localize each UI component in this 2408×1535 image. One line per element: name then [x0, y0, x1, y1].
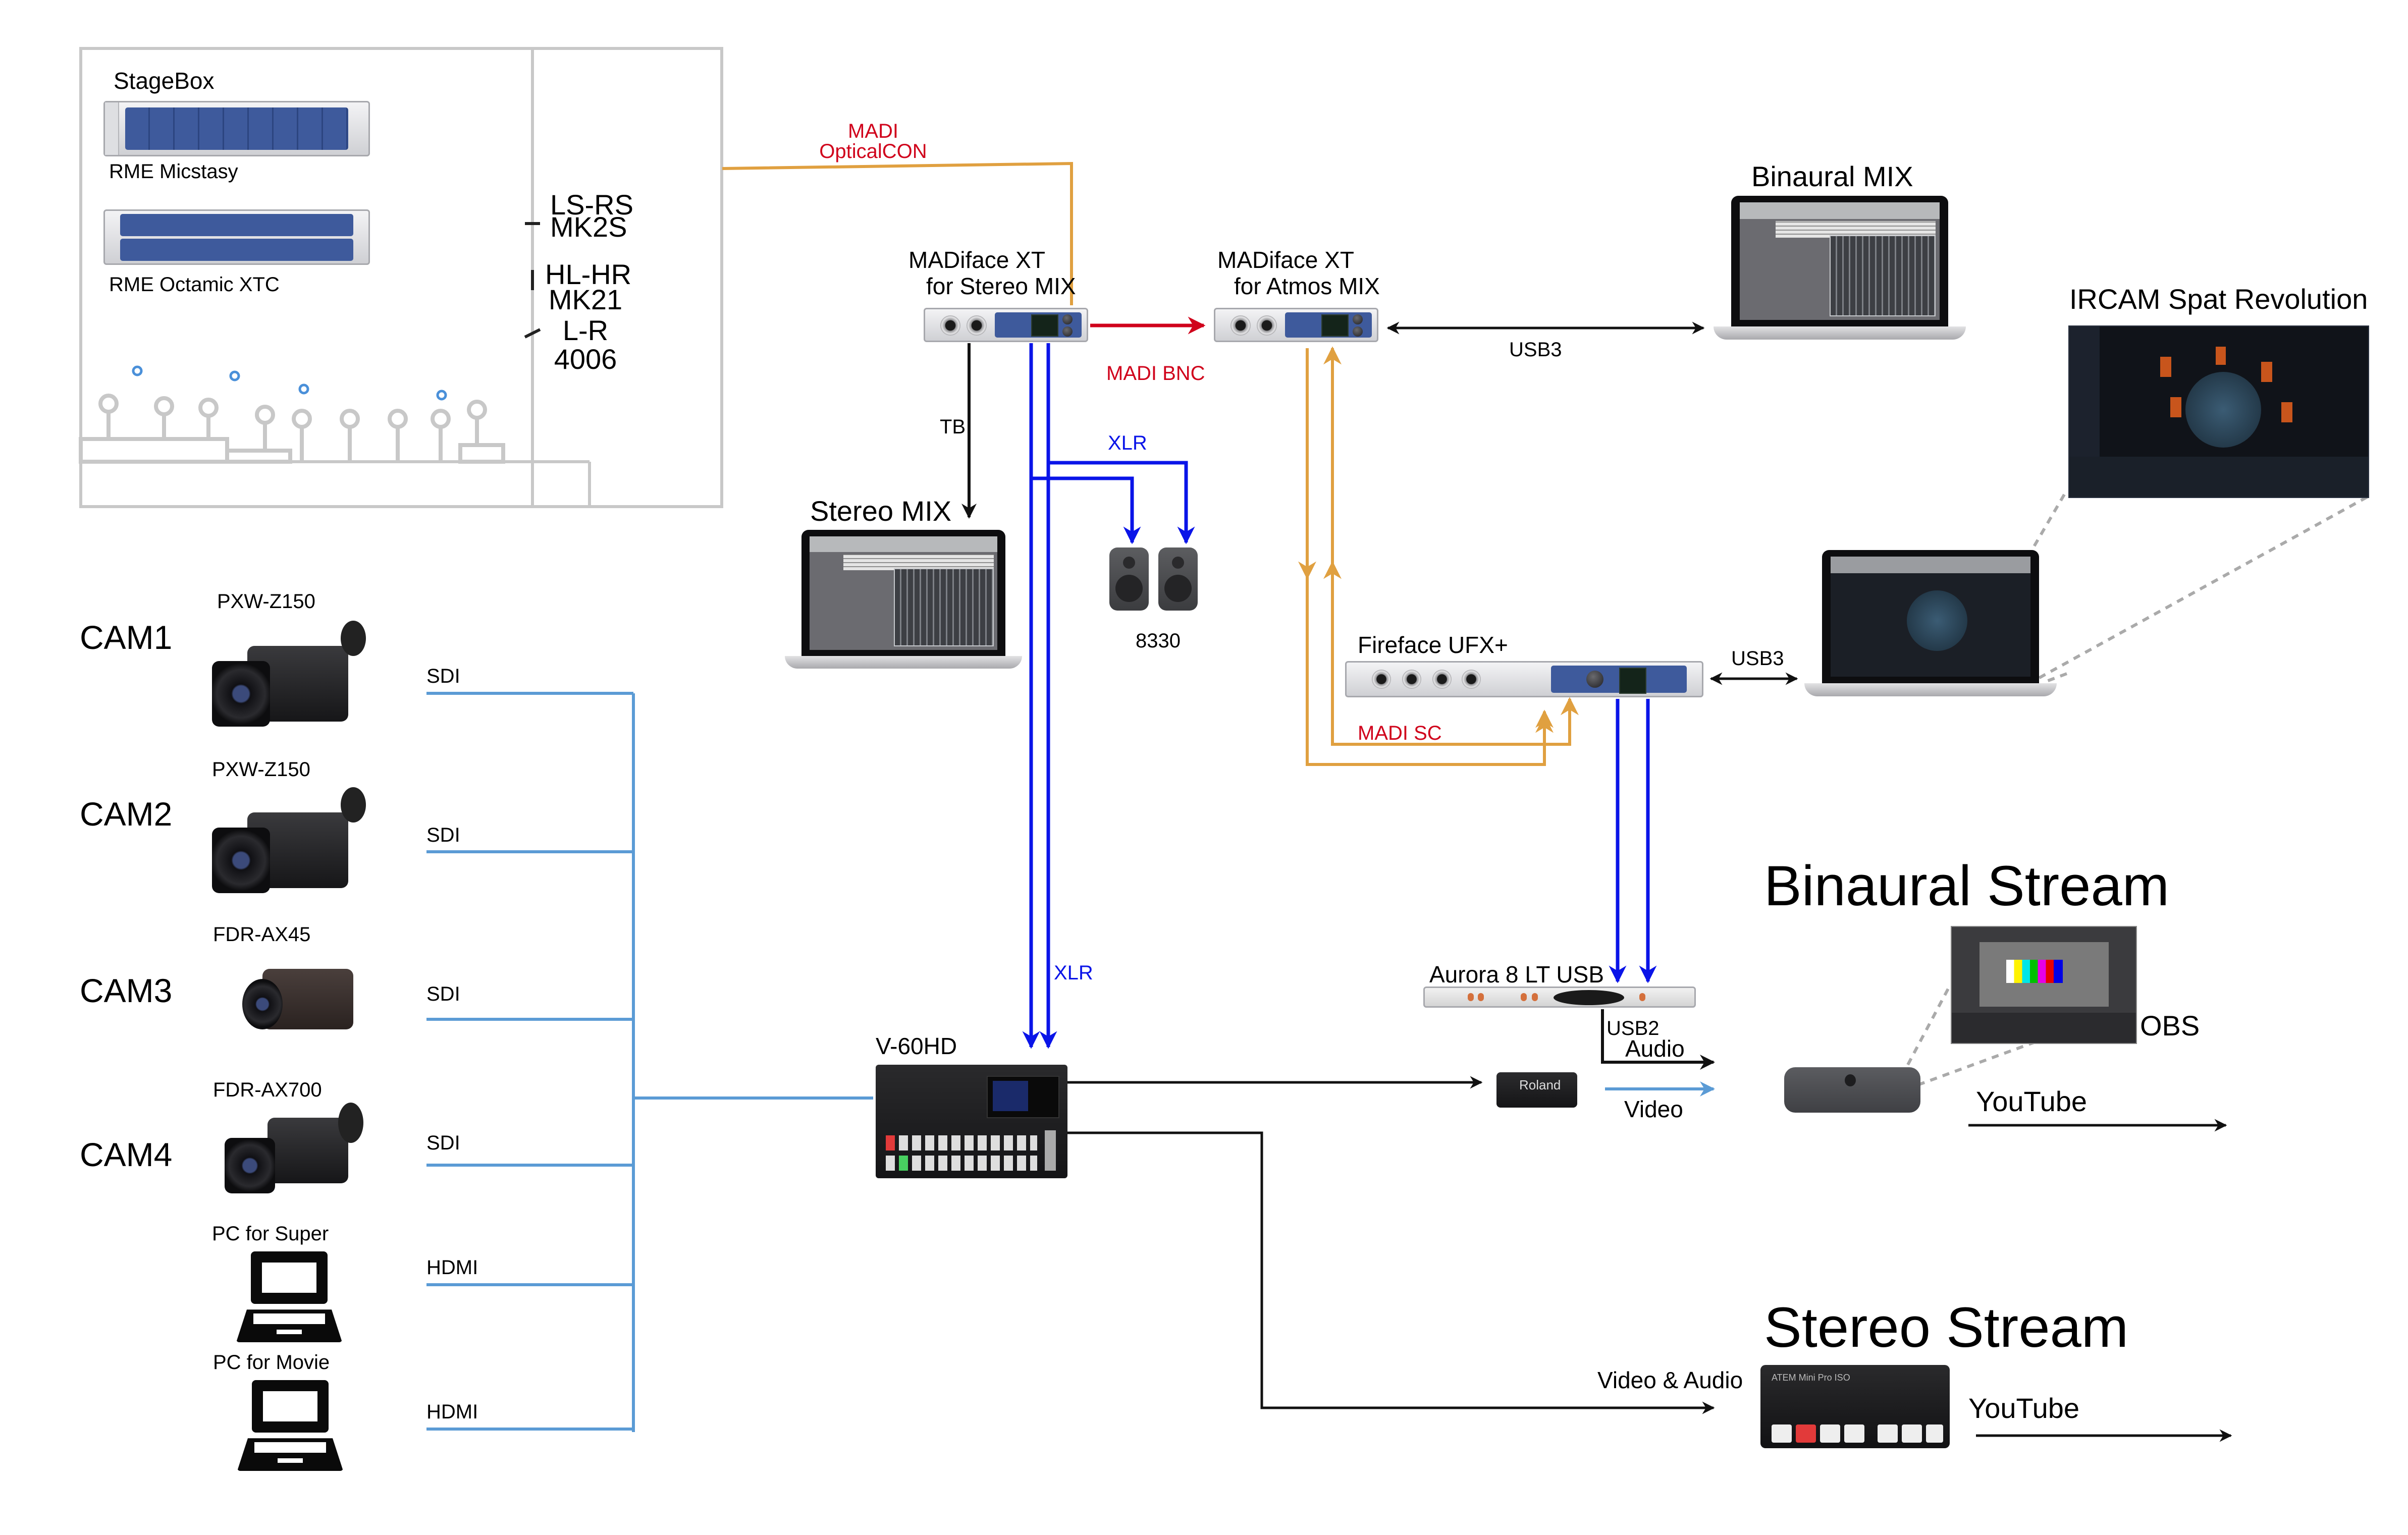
- madiface-stereo-title: MADiface XT: [908, 247, 1045, 273]
- cam1-model: PXW-Z150: [217, 590, 315, 613]
- madiface-atmos-device: [1214, 308, 1378, 342]
- binaural-mix-title: Binaural MIX: [1751, 160, 1913, 192]
- binaural-youtube-label: YouTube: [1976, 1085, 2088, 1117]
- fireface-device: [1345, 661, 1703, 697]
- cam4-label: CAM4: [80, 1136, 173, 1173]
- apple-logo-icon: [1845, 1074, 1856, 1086]
- xlr-switcher-label: XLR: [1054, 962, 1093, 984]
- speakers-model-label: 8330: [1136, 630, 1181, 652]
- madi-sc-label: MADI SC: [1358, 722, 1442, 744]
- madiface-stereo-subtitle: for Stereo MIX: [926, 273, 1076, 299]
- cam3-camera: [242, 959, 358, 1039]
- mic-pair-l-r: L-R: [562, 314, 609, 346]
- stereo-mix-laptop: [785, 530, 1022, 669]
- stereo-mix-title: Stereo MIX: [810, 495, 952, 527]
- usb3-atmos-label: USB3: [1509, 339, 1562, 361]
- spat-title: IRCAM Spat Revolution: [2069, 283, 2368, 315]
- cam2-label: CAM2: [80, 795, 173, 833]
- opticalcon-label: OpticalCON: [819, 140, 927, 162]
- micstasy-device: [103, 101, 370, 156]
- video-label: Video: [1624, 1096, 1683, 1122]
- mic-model-4006: 4006: [554, 343, 617, 375]
- video-audio-label: Video & Audio: [1597, 1367, 1743, 1393]
- wire-switcher-atem: [1067, 1131, 1715, 1414]
- pc-super-label: PC for Super: [212, 1223, 329, 1245]
- mic-model-mk2s: MK2S: [550, 211, 627, 243]
- fireface-title: Fireface UFX+: [1358, 632, 1508, 658]
- stereo-stream-title: Stereo Stream: [1764, 1296, 2129, 1359]
- mac-mini: [1784, 1067, 1920, 1113]
- atem-mini-pro-iso: ATEM Mini Pro ISO: [1760, 1365, 1950, 1448]
- madiface-atmos-title: MADiface XT: [1217, 247, 1354, 273]
- atem-label: ATEM Mini Pro ISO: [1772, 1373, 1850, 1383]
- madi-bnc-label: MADI BNC: [1106, 362, 1205, 385]
- spat-laptop: [1804, 550, 2057, 696]
- stagebox-title: StageBox: [114, 68, 215, 94]
- cam3-link: SDI: [426, 983, 460, 1005]
- pc-super-laptop-icon: [236, 1251, 342, 1342]
- stage-performers: [79, 394, 505, 464]
- octamic-device: [103, 209, 370, 265]
- cam1-camera: [212, 616, 389, 737]
- binaural-stream-title: Binaural Stream: [1764, 854, 2170, 917]
- cam4-camera: [222, 1103, 379, 1203]
- tb-label: TB: [940, 416, 966, 438]
- madi-label: MADI: [848, 120, 898, 142]
- cam1-label: CAM1: [80, 619, 173, 656]
- mic-model-mk21: MK21: [548, 284, 623, 315]
- cam4-model: FDR-AX700: [213, 1079, 322, 1101]
- wire-madi-sc: [1306, 346, 1579, 766]
- xlr-speakers-label: XLR: [1108, 432, 1147, 454]
- micstasy-label: RME Micstasy: [109, 160, 238, 183]
- switcher-title: V-60HD: [876, 1033, 957, 1059]
- obs-label: OBS: [2140, 1010, 2200, 1041]
- madiface-stereo-device: [924, 308, 1088, 342]
- obs-screenshot: [1951, 926, 2137, 1044]
- cam2-link: SDI: [426, 824, 460, 846]
- binaural-mix-laptop: [1714, 196, 1966, 340]
- audio-label: Audio: [1625, 1035, 1685, 1062]
- cam2-model: PXW-Z150: [212, 758, 310, 781]
- cam4-link: SDI: [426, 1132, 460, 1154]
- usb3-fireface-label: USB3: [1731, 647, 1784, 670]
- speaker-left: [1109, 547, 1149, 611]
- wire-madi-opticalcon: [722, 161, 1073, 305]
- callout-dashes: [1906, 494, 2368, 1086]
- wire-xlr: [1022, 343, 1195, 1049]
- pc-super-link: HDMI: [426, 1256, 478, 1279]
- wire-usb2-audio: [1601, 1009, 1715, 1070]
- cam3-model: FDR-AX45: [213, 923, 311, 946]
- wire-fireface-aurora: [1609, 699, 1657, 983]
- mic-pair-ls-rs: LS-RS: [550, 189, 633, 221]
- speaker-right: [1158, 547, 1198, 611]
- octamic-label: RME Octamic XTC: [109, 273, 280, 296]
- video-bus: [426, 692, 873, 1432]
- pc-movie-laptop-icon: [237, 1380, 343, 1471]
- madiface-atmos-subtitle: for Atmos MIX: [1234, 273, 1380, 299]
- mic-stand-marks: [524, 222, 541, 339]
- cam2-camera: [212, 782, 389, 903]
- capture-brand: Roland: [1519, 1077, 1561, 1092]
- wire-madi-sc-arrows: [1298, 555, 1554, 733]
- roland-capture-device: Roland: [1496, 1072, 1577, 1108]
- usb2-label: USB2: [1607, 1017, 1660, 1039]
- v60hd-switcher: [876, 1065, 1067, 1178]
- stereo-youtube-label: YouTube: [1968, 1392, 2080, 1424]
- aurora-title: Aurora 8 LT USB: [1429, 961, 1604, 988]
- aurora-device: [1423, 986, 1696, 1008]
- mic-pair-hl-hr: HL-HR: [545, 258, 632, 290]
- pc-movie-label: PC for Movie: [213, 1351, 330, 1374]
- cam3-label: CAM3: [80, 972, 173, 1009]
- spat-screenshot: [2068, 325, 2369, 498]
- stage-mics: [132, 365, 447, 401]
- cam1-link: SDI: [426, 665, 460, 687]
- pc-movie-link: HDMI: [426, 1401, 478, 1423]
